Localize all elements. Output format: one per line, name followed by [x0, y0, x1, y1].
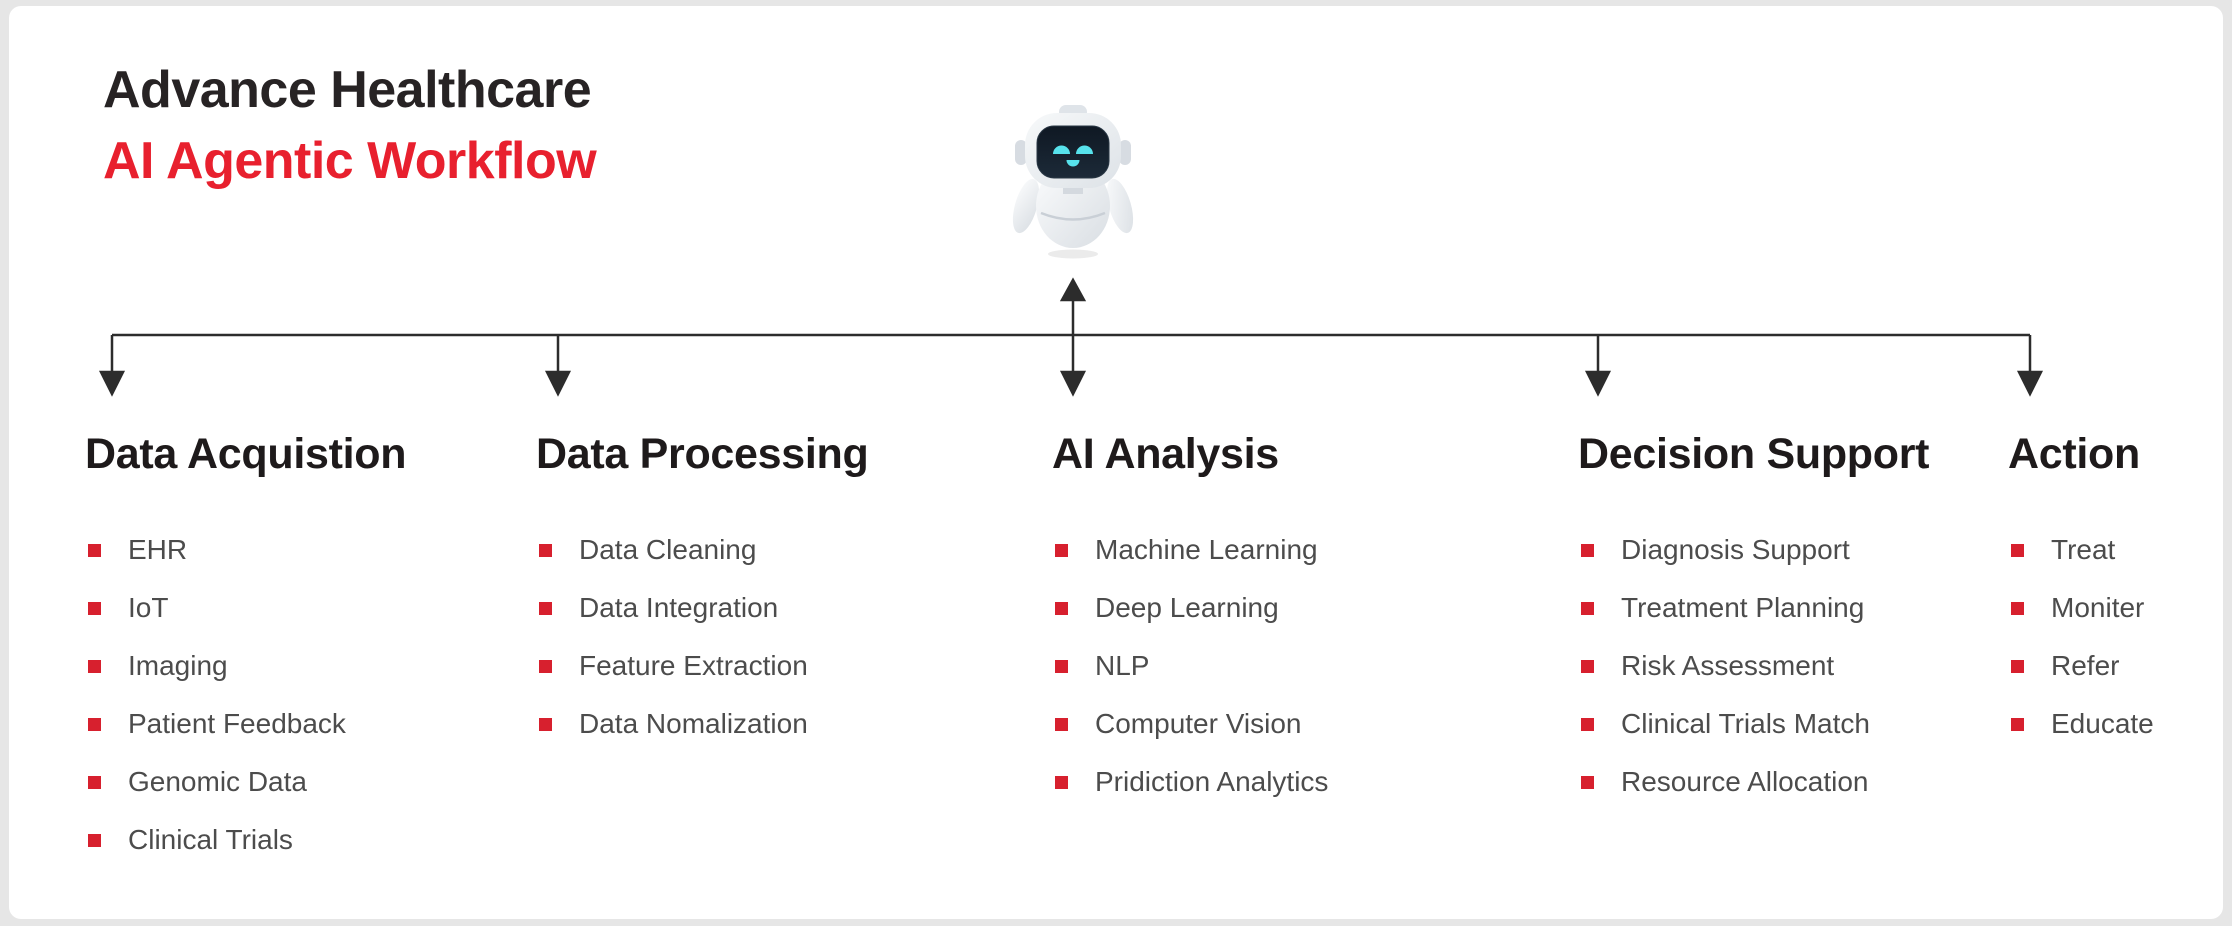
bullet-square-icon — [539, 659, 552, 673]
column-item-list: Machine Learning Deep Learning NLP Compu… — [1052, 521, 1328, 811]
bullet-square-icon — [88, 601, 101, 615]
bullet-square-icon — [88, 775, 101, 789]
bullet-square-icon — [1581, 601, 1594, 615]
column-title: AI Analysis — [1052, 430, 1279, 478]
bullet-square-icon — [2011, 543, 2024, 557]
list-item: Treat — [2008, 521, 2154, 579]
list-item: NLP — [1052, 637, 1328, 695]
list-item: Data Cleaning — [536, 521, 808, 579]
bullet-square-icon — [539, 543, 552, 557]
list-item: Machine Learning — [1052, 521, 1328, 579]
list-item: EHR — [85, 521, 346, 579]
bullet-square-icon — [1581, 775, 1594, 789]
list-item: Computer Vision — [1052, 695, 1328, 753]
bullet-square-icon — [539, 717, 552, 731]
list-item: Genomic Data — [85, 753, 346, 811]
list-item: Refer — [2008, 637, 2154, 695]
column-title: Data Processing — [536, 430, 869, 478]
list-item: Educate — [2008, 695, 2154, 753]
page-title: Advance Healthcare AI Agentic Workflow — [103, 55, 597, 197]
bullet-square-icon — [1581, 717, 1594, 731]
list-item: Pridiction Analytics — [1052, 753, 1328, 811]
list-item: IoT — [85, 579, 346, 637]
column-title: Action — [2008, 430, 2140, 478]
bullet-square-icon — [1055, 775, 1068, 789]
list-item: Moniter — [2008, 579, 2154, 637]
bullet-square-icon — [88, 659, 101, 673]
bullet-square-icon — [1055, 601, 1068, 615]
bullet-square-icon — [1581, 659, 1594, 673]
list-item: Feature Extraction — [536, 637, 808, 695]
column-item-list: Treat Moniter Refer Educate — [2008, 521, 2154, 753]
bullet-square-icon — [2011, 717, 2024, 731]
bullet-square-icon — [1055, 659, 1068, 673]
list-item: Data Integration — [536, 579, 808, 637]
bullet-square-icon — [88, 717, 101, 731]
list-item: Imaging — [85, 637, 346, 695]
bullet-square-icon — [88, 833, 101, 847]
list-item: Diagnosis Support — [1578, 521, 1870, 579]
list-item: Patient Feedback — [85, 695, 346, 753]
column-item-list: Diagnosis Support Treatment Planning Ris… — [1578, 521, 1870, 811]
list-item: Deep Learning — [1052, 579, 1328, 637]
title-line-1: Advance Healthcare — [103, 61, 592, 119]
bullet-square-icon — [1055, 543, 1068, 557]
column-item-list: Data Cleaning Data Integration Feature E… — [536, 521, 808, 753]
list-item: Clinical Trials Match — [1578, 695, 1870, 753]
list-item: Treatment Planning — [1578, 579, 1870, 637]
title-line-2: AI Agentic Workflow — [103, 132, 597, 190]
bullet-square-icon — [88, 543, 101, 557]
bullet-square-icon — [1581, 543, 1594, 557]
list-item: Data Nomalization — [536, 695, 808, 753]
list-item: Risk Assessment — [1578, 637, 1870, 695]
bullet-square-icon — [539, 601, 552, 615]
bullet-square-icon — [2011, 659, 2024, 673]
list-item: Resource Allocation — [1578, 753, 1870, 811]
column-item-list: EHR IoT Imaging Patient Feedback Genomic… — [85, 521, 346, 869]
column-title: Decision Support — [1578, 430, 1930, 478]
bullet-square-icon — [1055, 717, 1068, 731]
bullet-square-icon — [2011, 601, 2024, 615]
list-item: Clinical Trials — [85, 811, 346, 869]
ai-robot-mascot-icon — [1012, 105, 1134, 259]
column-title: Data Acquistion — [85, 430, 407, 478]
